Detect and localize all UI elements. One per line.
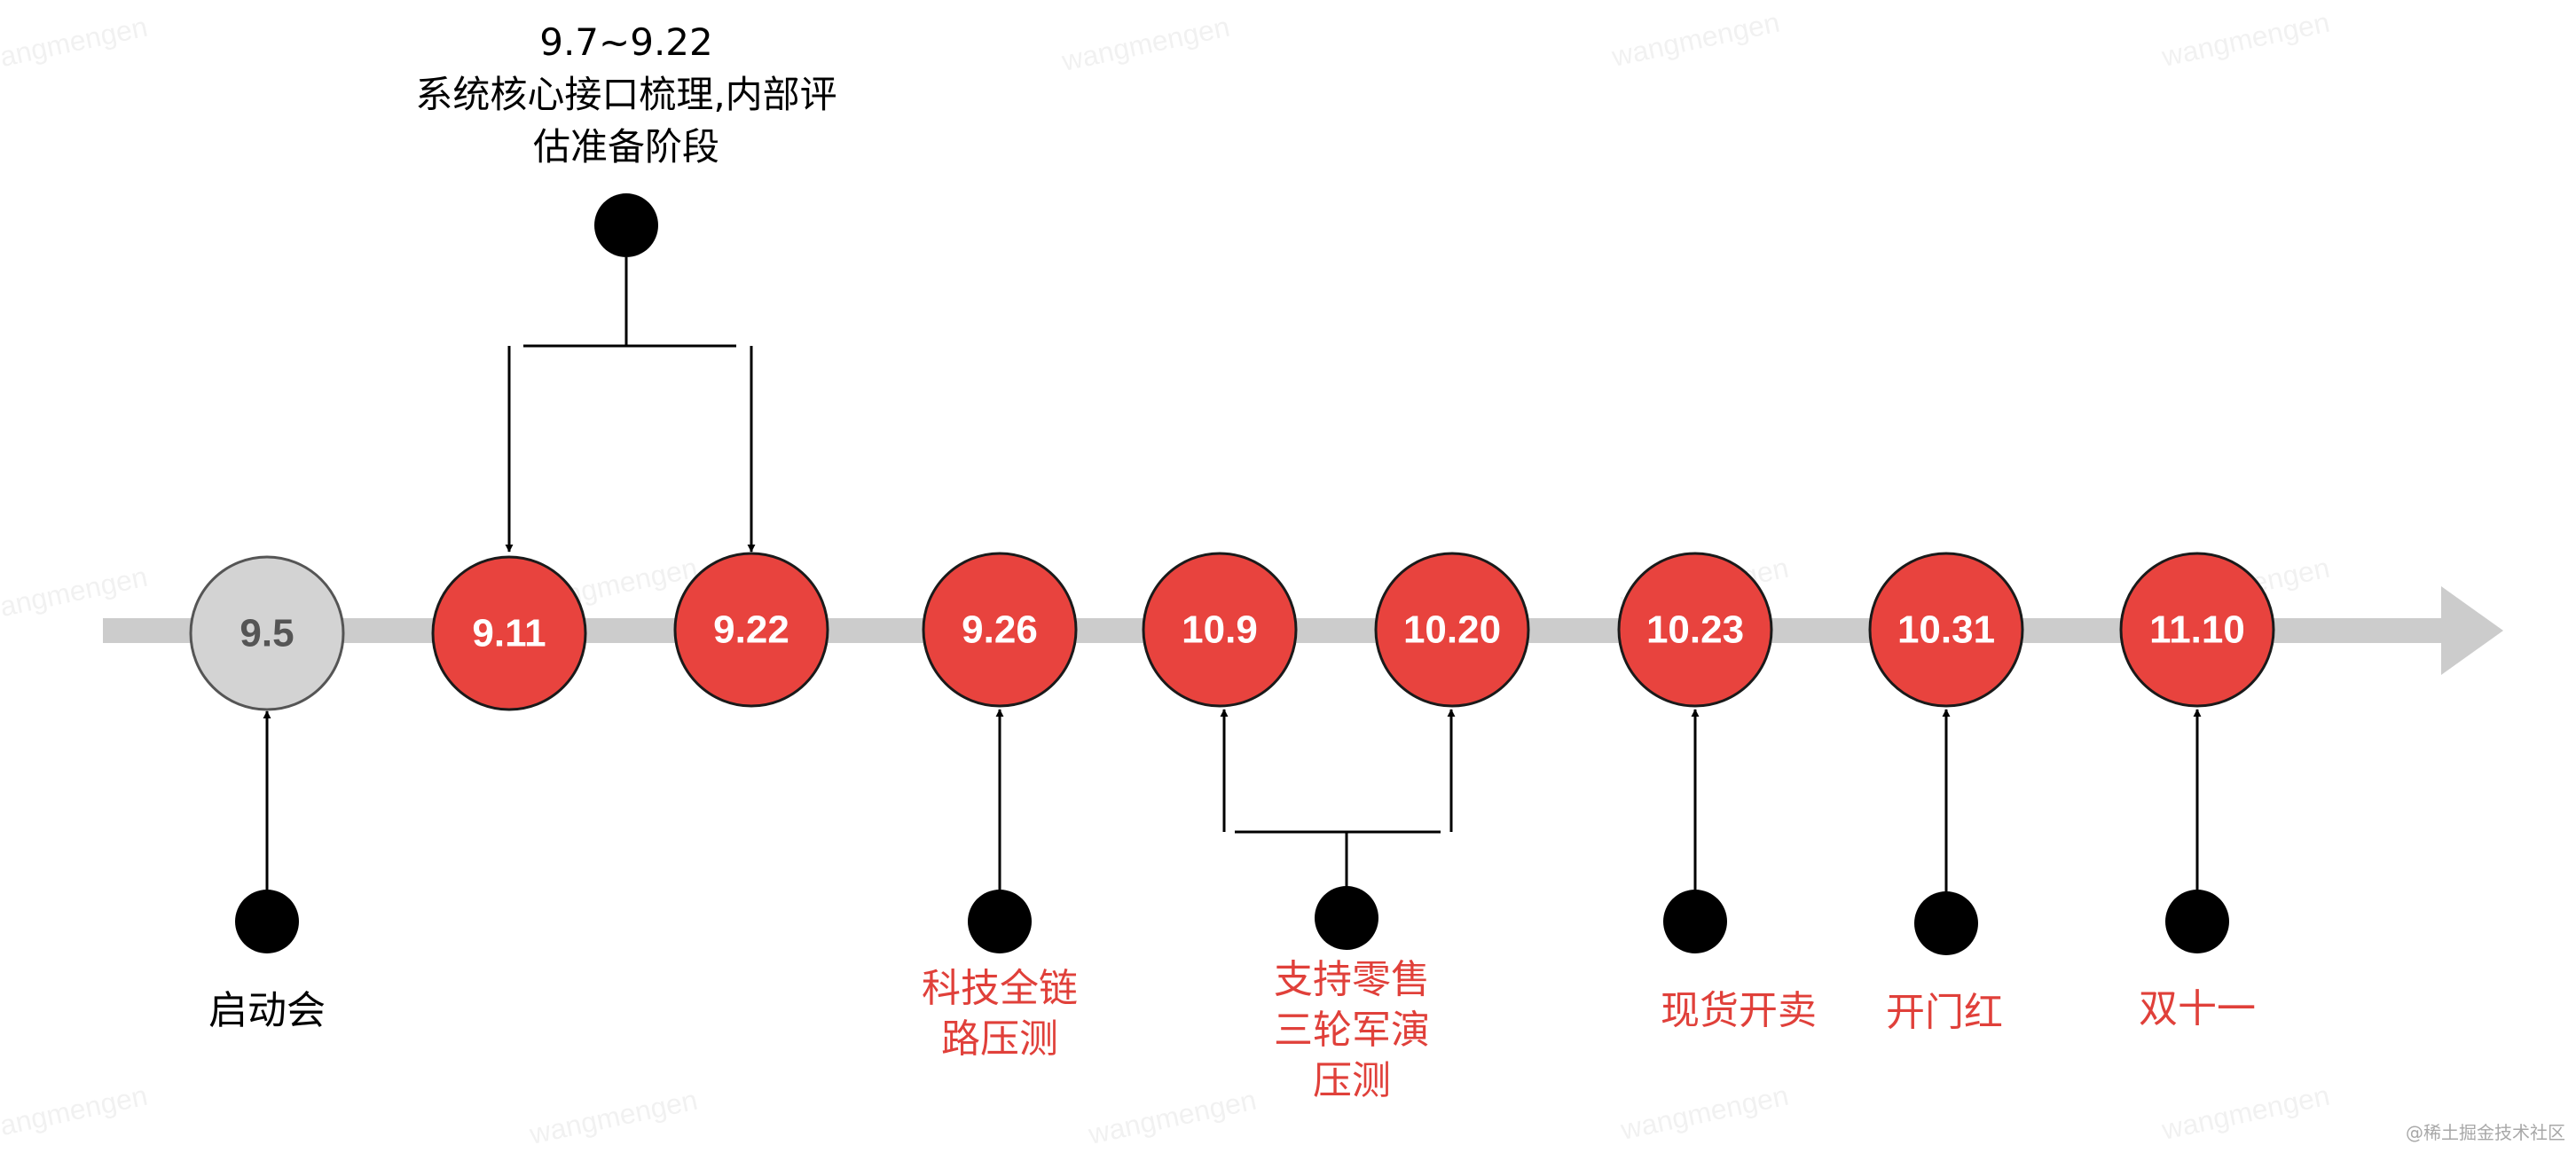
milestone-10-9-label: 10.9 [1182,608,1258,652]
milestone-9-11: 9.11 [431,555,587,711]
watermark: wangmengen [2158,1079,2332,1146]
milestone-9-22-circle [673,552,829,708]
callout-kickoff-line-1: 启动会 [208,988,326,1033]
watermark: wangmengen [0,1079,150,1146]
callout-dot-drill [1315,886,1378,950]
callout-drill-line-2: 三轮军演 [1274,1008,1430,1053]
watermark: wangmengen [526,1084,700,1150]
milestone-9-26: 9.26 [922,552,1078,708]
milestone-10-20: 10.20 [1374,552,1530,708]
callout-fulllink-line-1: 科技全链 [922,966,1078,1011]
milestone-10-20-label: 10.20 [1403,608,1501,652]
milestone-11-10: 11.10 [2119,552,2275,708]
callout-dot-11-10 [2165,890,2229,953]
milestone-9-5: 9.5 [189,555,345,711]
milestone-10-23: 10.23 [1617,552,1773,708]
callout-dot-9-5 [235,890,299,953]
top-callout: 9.7~9.22 系统核心接口梳理,内部评 估准备阶段 [415,20,837,553]
watermark: wangmengen [1058,11,1232,77]
callout-double-eleven-line-1: 双十一 [2139,986,2256,1031]
callout-drill-line-1: 支持零售 [1274,957,1430,1002]
axis-arrowhead [2441,586,2503,675]
callout-dot-10-31 [1914,891,1978,955]
milestone-9-22-label: 9.22 [713,608,789,652]
milestone-9-26-label: 9.26 [962,608,1038,652]
top-callout-dot [594,193,658,257]
milestone-10-31-circle [1868,552,2024,708]
callout-fulllink-line-2: 路压测 [941,1016,1058,1062]
callout-opening-line-1: 开门红 [1886,990,2003,1035]
callout-dot-9-26 [968,890,1032,953]
milestone-9-22: 9.22 [673,552,829,708]
watermark: wangmengen [0,561,150,627]
callout-spot-sale-line-1: 现货开卖 [1661,988,1817,1033]
milestone-10-23-circle [1617,552,1773,708]
milestone-10-20-circle [1374,552,1530,708]
watermark: wangmengen [1608,6,1782,73]
milestone-11-10-label: 11.10 [2149,608,2245,652]
watermark: wangmengen [0,11,150,77]
milestone-10-31: 10.31 [1868,552,2024,708]
top-callout-line-2: 系统核心接口梳理,内部评 [415,73,836,116]
milestone-nodes: 9.5 9.11 9.22 9.26 10.9 10.20 [189,552,2275,711]
top-callout-line-3: 估准备阶段 [533,125,719,169]
milestone-9-26-circle [922,552,1078,708]
milestone-10-9: 10.9 [1142,552,1298,708]
watermark: wangmengen [1085,1084,1259,1150]
callout-drill-line-3: 压测 [1313,1058,1391,1103]
milestone-9-11-label: 9.11 [472,612,546,655]
bottom-callouts: 启动会 科技全链 路压测 支持零售 三轮军演 压测 现货开卖 开门红 双十一 [208,709,2256,1103]
milestone-9-5-circle [189,555,345,711]
milestone-11-10-circle [2119,552,2275,708]
milestone-9-11-circle [431,555,587,711]
milestone-10-31-label: 10.31 [1897,608,1995,652]
milestone-10-9-circle [1142,552,1298,708]
corner-credit: @稀土掘金技术社区 [2406,1122,2565,1143]
watermark: wangmengen [2158,6,2332,73]
top-callout-line-1: 9.7~9.22 [539,20,713,64]
milestone-9-5-label: 9.5 [240,612,294,655]
callout-dot-10-23 [1663,890,1727,953]
milestone-10-23-label: 10.23 [1646,608,1744,652]
watermark: wangmengen [1617,1079,1791,1146]
